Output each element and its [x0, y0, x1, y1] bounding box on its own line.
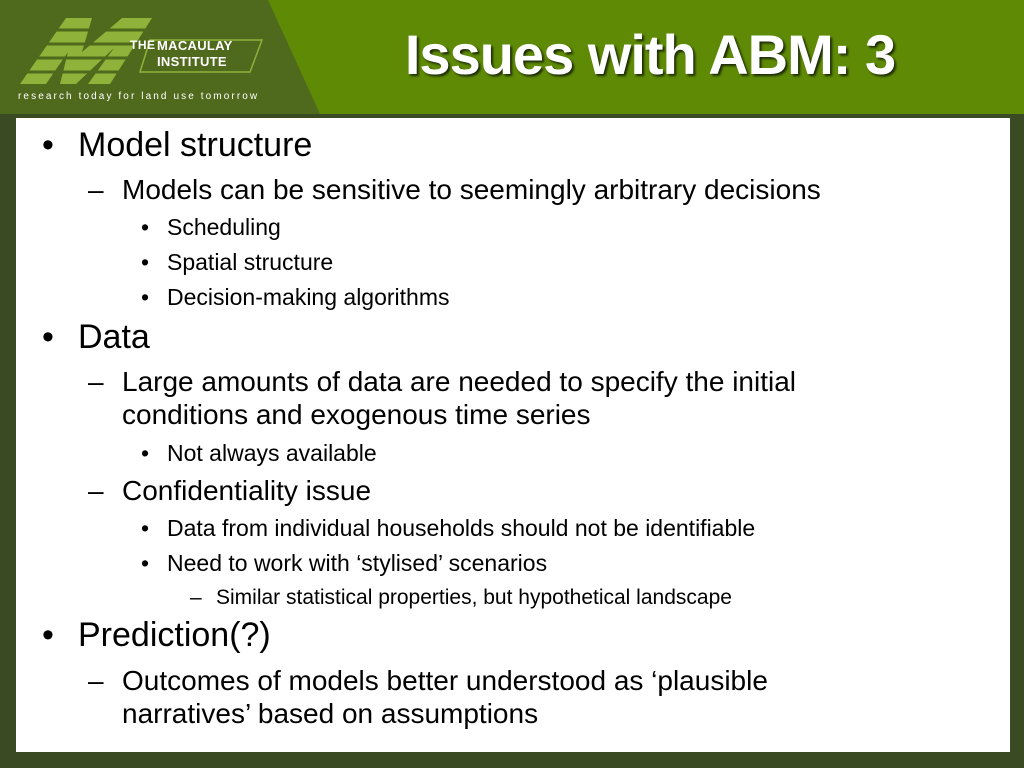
- bullet-text-line2: narratives’ based on assumptions: [122, 698, 539, 729]
- bullet-dash-icon: –: [88, 475, 104, 506]
- bullet-dot-icon: •: [42, 616, 54, 654]
- bullet-text: Scheduling: [167, 214, 281, 240]
- macaulay-logo: THE MACAULAY INSTITUTE research today fo…: [0, 0, 320, 114]
- bullet-dash-icon: –: [88, 366, 104, 397]
- bullet-dash-icon: –: [190, 586, 202, 609]
- bullet-text: Spatial structure: [167, 249, 334, 275]
- bullet-text: Model structure: [78, 126, 313, 164]
- bullet-dash-icon: –: [88, 174, 104, 205]
- bullet-text-line2: conditions and exogenous time series: [122, 399, 591, 430]
- bullet-text: Prediction(?): [78, 616, 271, 654]
- bullet-dot-icon: •: [42, 318, 54, 356]
- bullet-dot-icon: •: [141, 249, 150, 275]
- bullet-text: Similar statistical properties, but hypo…: [216, 586, 732, 609]
- bullet-text: Data from individual households should n…: [167, 515, 756, 541]
- bullet-text-line1: Large amounts of data are needed to spec…: [122, 366, 796, 397]
- logo-tagline: research today for land use tomorrow: [18, 91, 260, 102]
- bullet-text: Data: [78, 318, 150, 356]
- bullet-dash-icon: –: [88, 665, 104, 696]
- logo-the-text: THE: [130, 38, 156, 52]
- bullet-text: Decision-making algorithms: [167, 284, 450, 310]
- bullet-dot-icon: •: [141, 550, 150, 576]
- bullet-text-line1: Outcomes of models better understood as …: [122, 665, 768, 696]
- bullet-dot-icon: •: [141, 440, 150, 466]
- logo-name-line2: INSTITUTE: [157, 54, 227, 69]
- bullet-dot-icon: •: [42, 126, 54, 164]
- bullet-text: Need to work with ‘stylised’ scenarios: [167, 550, 548, 576]
- slide-title: Issues with ABM: 3: [404, 23, 896, 86]
- bullet-dot-icon: •: [141, 284, 150, 310]
- logo-m-shape-icon: [0, 0, 320, 114]
- bullet-dot-icon: •: [141, 214, 150, 240]
- bullet-text: Not always available: [167, 440, 377, 466]
- bullet-dot-icon: •: [141, 515, 150, 541]
- content-panel: • Model structure – Models can be sensit…: [16, 118, 1010, 752]
- bullet-text: Confidentiality issue: [122, 475, 372, 506]
- logo-name-line1: MACAULAY: [157, 38, 233, 53]
- bullet-text: Models can be sensitive to seemingly arb…: [122, 174, 821, 205]
